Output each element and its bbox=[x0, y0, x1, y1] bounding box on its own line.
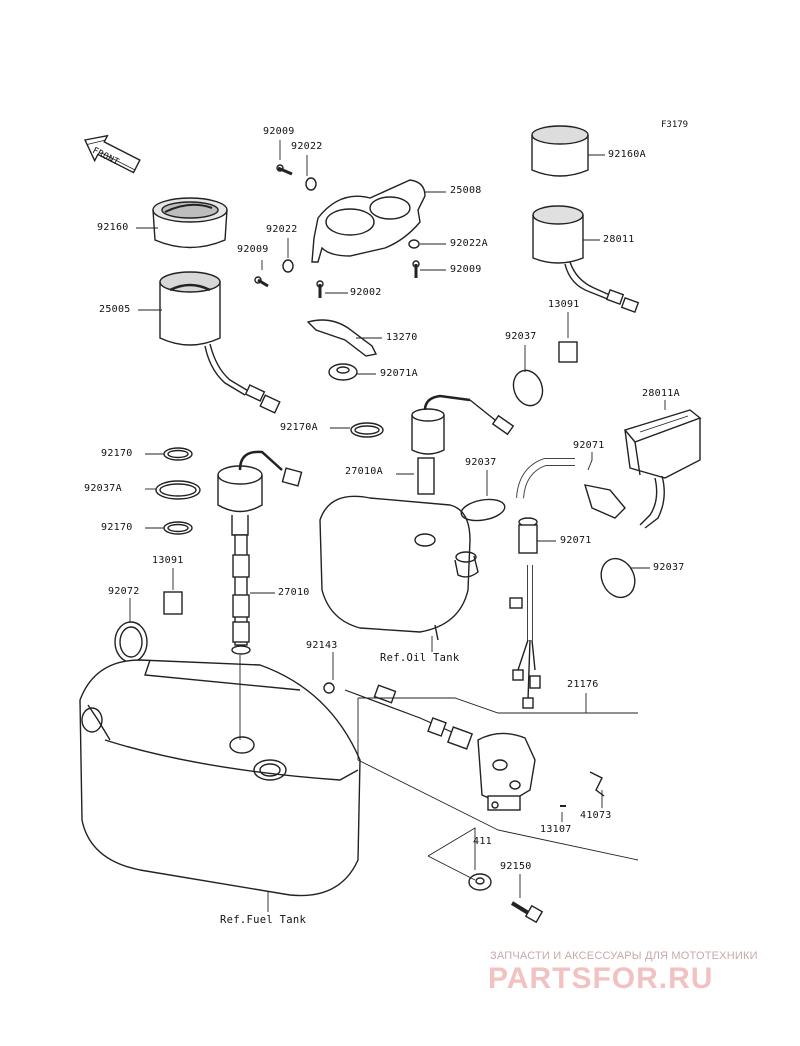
ref-fuel-tank: Ref.Fuel Tank bbox=[220, 914, 307, 926]
stay-13270 bbox=[306, 319, 378, 357]
part-label-92072: 92072 bbox=[108, 586, 140, 597]
part-label-92022A: 92022A bbox=[450, 238, 488, 249]
part-label-13091-bot: 13091 bbox=[152, 555, 184, 566]
part-label-92160: 92160 bbox=[97, 222, 129, 233]
part-label-92037A: 92037A bbox=[84, 483, 122, 494]
clamp-13091-bot bbox=[163, 591, 183, 615]
speedometer-cover bbox=[152, 197, 228, 249]
part-label-92022: 92022 bbox=[266, 224, 298, 235]
figure-id: F3179 bbox=[661, 120, 689, 130]
part-label-92143: 92143 bbox=[306, 640, 338, 651]
band-92037-mid bbox=[460, 498, 506, 522]
band-92037A bbox=[155, 480, 201, 500]
part-label-411: 411 bbox=[473, 836, 492, 847]
speedometer-body bbox=[159, 271, 281, 414]
clamp-92170-bot bbox=[163, 521, 193, 535]
part-label-13270: 13270 bbox=[386, 332, 418, 343]
part-label-92170-bot: 92170 bbox=[101, 522, 133, 533]
part-label-27010A: 27010A bbox=[345, 466, 383, 477]
part-label-13107: 13107 bbox=[540, 824, 572, 835]
leader-lines bbox=[129, 140, 666, 912]
fuel-sensor-assembly bbox=[217, 450, 303, 655]
watermark-tagline: ЗАПЧАСТИ И АКСЕССУАРЫ ДЛЯ МОТОТЕХНИКИ bbox=[490, 950, 758, 962]
oil-sensor-harness bbox=[509, 565, 541, 709]
part-label-92160A: 92160A bbox=[608, 149, 646, 160]
part-label-92037-right: 92037 bbox=[653, 562, 685, 573]
part-label-92002: 92002 bbox=[350, 287, 382, 298]
part-label-13091-top: 13091 bbox=[548, 299, 580, 310]
bolt-92150 bbox=[510, 901, 544, 924]
part-label-92037-mid: 92037 bbox=[465, 457, 497, 468]
part-label-92150: 92150 bbox=[500, 861, 532, 872]
oil-gauge-body bbox=[532, 205, 640, 313]
meter-bracket bbox=[311, 179, 426, 263]
oil-sensor-assembly bbox=[411, 394, 515, 495]
part-label-92170A: 92170A bbox=[280, 422, 318, 433]
fuel-valve-assembly bbox=[323, 682, 536, 811]
washer-icon bbox=[282, 177, 420, 273]
clamp-92170A bbox=[350, 422, 384, 438]
part-label-92170-top: 92170 bbox=[101, 448, 133, 459]
oil-tank bbox=[319, 495, 479, 641]
part-label-92009-top: 92009 bbox=[263, 126, 295, 137]
band-92037-right bbox=[600, 557, 636, 599]
part-label-27010: 27010 bbox=[278, 587, 310, 598]
clamp-92170-top bbox=[163, 447, 193, 461]
part-label-21176: 21176 bbox=[567, 679, 599, 690]
oil-gauge-cover bbox=[531, 125, 589, 177]
part-label-92037-top: 92037 bbox=[505, 331, 537, 342]
part-label-92009-mid: 92009 bbox=[237, 244, 269, 255]
part-label-92071-top: 92071 bbox=[573, 440, 605, 451]
watermark-logo: PARTSFOR.RU bbox=[488, 962, 714, 995]
part-label-92009-right: 92009 bbox=[450, 264, 482, 275]
bolt-icon bbox=[254, 164, 420, 298]
front-arrow-icon bbox=[83, 134, 141, 174]
part-label-41073: 41073 bbox=[580, 810, 612, 821]
spring-41073 bbox=[589, 771, 605, 797]
part-label-92022-top: 92022 bbox=[291, 141, 323, 152]
part-label-92071A: 92071A bbox=[380, 368, 418, 379]
ref-oil-tank: Ref.Oil Tank bbox=[380, 652, 460, 664]
hose-92071 bbox=[516, 458, 626, 554]
part-label-92071-mid: 92071 bbox=[560, 535, 592, 546]
part-label-25005: 25005 bbox=[99, 304, 131, 315]
part-label-25008: 25008 bbox=[450, 185, 482, 196]
part-label-28011A: 28011A bbox=[642, 388, 680, 399]
fuel-tank bbox=[79, 659, 361, 897]
clamp-13091-top bbox=[558, 341, 578, 363]
part-label-28011: 28011 bbox=[603, 234, 635, 245]
grommet-92071A bbox=[328, 363, 358, 381]
band-92072 bbox=[114, 621, 148, 663]
washer-411 bbox=[468, 873, 492, 891]
band-92037-top bbox=[512, 369, 544, 407]
indicator-unit bbox=[623, 409, 702, 529]
